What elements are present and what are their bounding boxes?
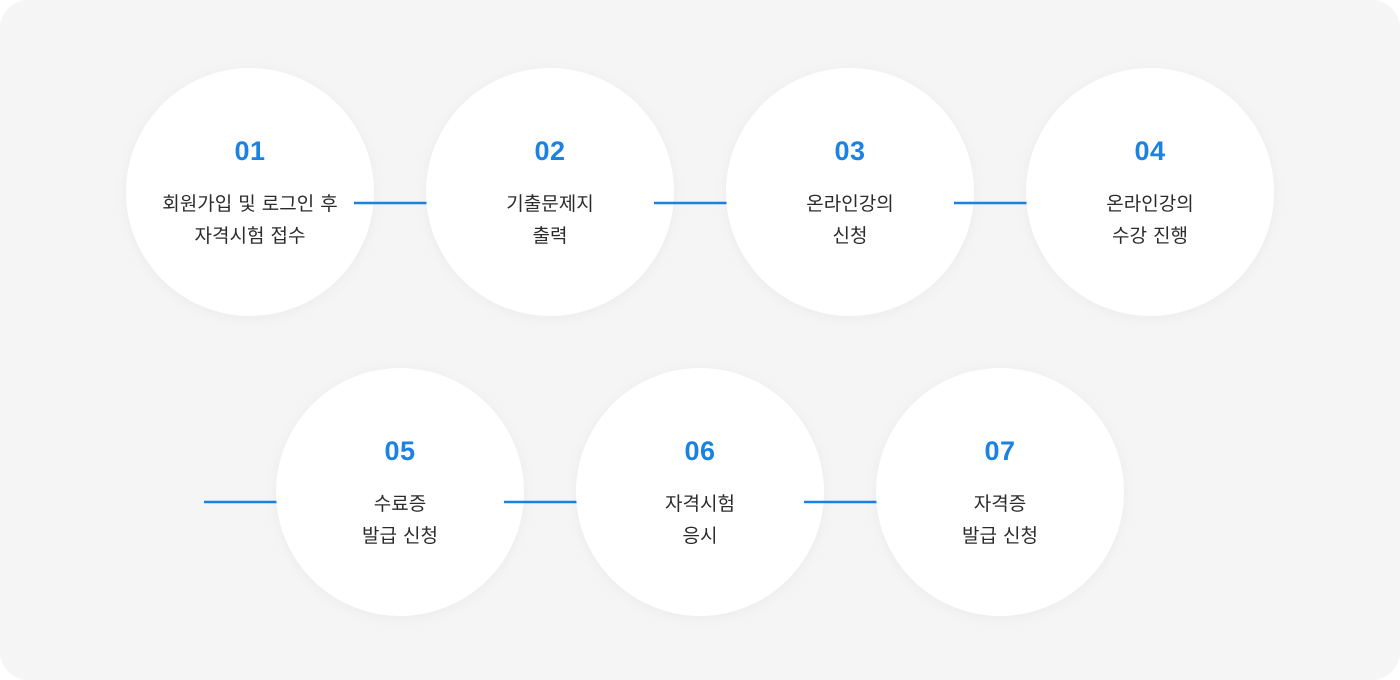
- step-label: 회원가입 및 로그인 후 자격시험 접수: [126, 188, 374, 252]
- step-label-line2: 응시: [682, 525, 718, 547]
- step-03-circle: 03 온라인강의 신청: [726, 68, 974, 316]
- step-label-line2: 발급 신청: [362, 525, 438, 547]
- step-04-circle: 04 온라인강의 수강 진행: [1026, 68, 1274, 316]
- step-label-line2: 발급 신청: [962, 525, 1038, 547]
- step-label: 온라인강의 신청: [726, 188, 974, 252]
- step-label-line1: 온라인강의: [806, 193, 894, 215]
- step-07-circle: 07 자격증 발급 신청: [876, 368, 1124, 616]
- step-label-line1: 회원가입 및 로그인 후: [162, 193, 338, 215]
- step-02-circle: 02 기출문제지 출력: [426, 68, 674, 316]
- step-label-line1: 자격증: [973, 493, 1027, 515]
- step-label-line1: 기출문제지: [506, 193, 594, 215]
- step-label-line2: 수강 진행: [1112, 225, 1188, 247]
- step-label-line2: 신청: [832, 225, 868, 247]
- step-01-circle: 01 회원가입 및 로그인 후 자격시험 접수: [126, 68, 374, 316]
- step-number: 05: [384, 436, 416, 466]
- step-number: 01: [234, 136, 266, 166]
- step-label: 기출문제지 출력: [426, 188, 674, 252]
- step-number: 06: [684, 436, 716, 466]
- step-label-line1: 수료증: [373, 493, 427, 515]
- step-number: 02: [534, 136, 566, 166]
- step-label-line2: 자격시험 접수: [194, 225, 306, 247]
- step-label-line1: 온라인강의: [1106, 193, 1194, 215]
- step-number: 04: [1134, 136, 1166, 166]
- step-number: 03: [834, 136, 866, 166]
- step-number: 07: [984, 436, 1016, 466]
- step-06-circle: 06 자격시험 응시: [576, 368, 824, 616]
- step-label: 자격시험 응시: [576, 488, 824, 552]
- step-label: 온라인강의 수강 진행: [1026, 188, 1274, 252]
- step-label: 자격증 발급 신청: [876, 488, 1124, 552]
- step-label: 수료증 발급 신청: [276, 488, 524, 552]
- step-label-line1: 자격시험: [665, 493, 735, 515]
- step-05-circle: 05 수료증 발급 신청: [276, 368, 524, 616]
- step-label-line2: 출력: [532, 225, 568, 247]
